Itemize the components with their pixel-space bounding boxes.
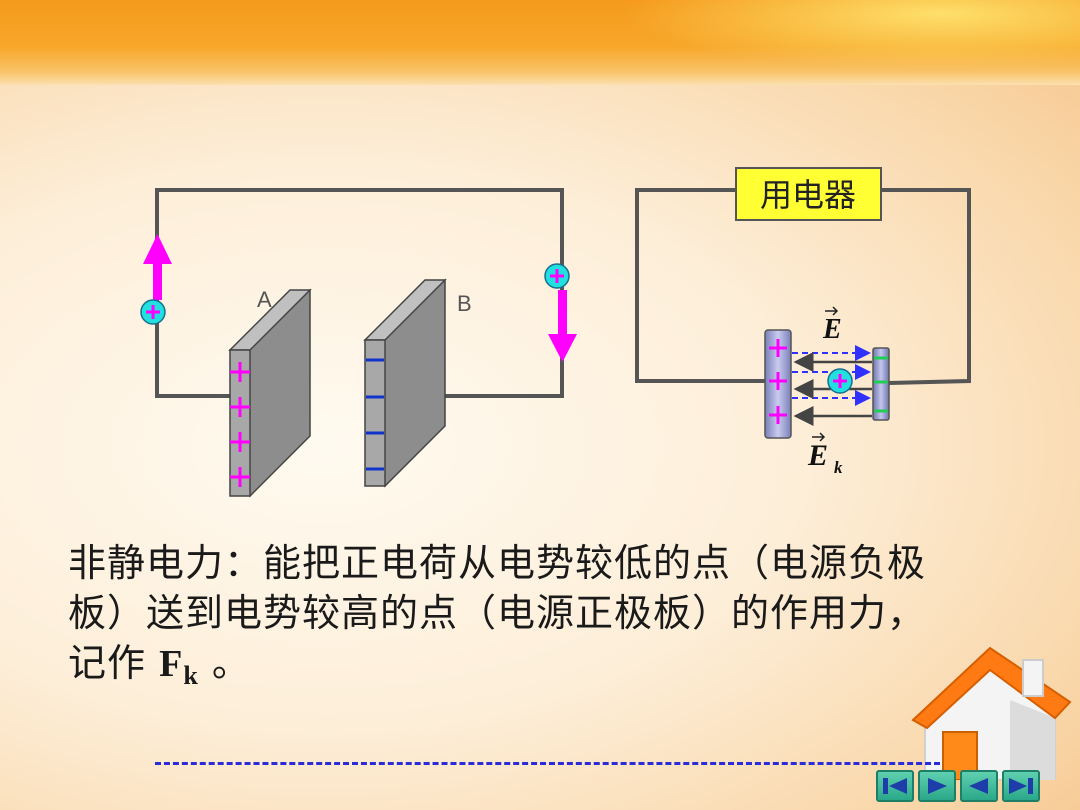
force-symbol: F: [159, 643, 184, 685]
definition-line-3: 记作 Fk 。: [68, 638, 1028, 701]
first-slide-button[interactable]: [876, 770, 914, 802]
plate-b-charges: [366, 358, 384, 471]
previous-icon: [969, 778, 988, 794]
plate-a-charges: [230, 362, 250, 487]
previous-slide-button[interactable]: [960, 770, 998, 802]
source-negative-plate: [872, 347, 890, 421]
left-circuit-wire: [155, 188, 564, 398]
plate-a: [228, 288, 312, 498]
load-box: [735, 167, 882, 221]
last-icon: [1009, 778, 1033, 794]
definition-line-2: 板）送到电势较高的点（电源正极板）的作用力，: [68, 591, 927, 635]
field-ek-label: E: [807, 439, 828, 472]
plate-b-label: B: [457, 291, 472, 316]
positive-charge-left: [140, 299, 166, 325]
field-ek-label-group: E k: [807, 432, 843, 477]
force-subscript: k: [183, 661, 199, 690]
first-icon: [883, 778, 907, 794]
next-icon: [928, 778, 947, 794]
plate-b: [363, 278, 447, 488]
definition-line-3-suffix: 。: [198, 641, 251, 685]
definition-line-3-prefix: 记作: [68, 641, 160, 685]
footer-divider: [155, 762, 940, 765]
plate-a-label: A: [257, 287, 272, 312]
definition-text: 非静电力：能把正电荷从电势较低的点（电源负极 板）送到电势较高的点（电源正极板）…: [68, 538, 1028, 701]
last-slide-button[interactable]: [1002, 770, 1040, 802]
slide-navigation: [876, 770, 1040, 804]
source-positive-plate: [764, 329, 792, 439]
banner-glow: [620, 0, 1080, 70]
load-label: 用电器: [760, 176, 856, 214]
positive-charge-source: [827, 368, 853, 394]
current-arrow-up: [143, 234, 172, 300]
circuit-diagram: A B 用电器: [140, 167, 971, 498]
field-e-label-group: E: [822, 306, 842, 345]
home-icon[interactable]: [905, 640, 1075, 780]
field-ek-subscript: k: [834, 458, 843, 477]
definition-line-1: 非静电力：能把正电荷从电势较低的点（电源负极: [68, 541, 927, 585]
next-slide-button[interactable]: [918, 770, 956, 802]
current-arrow-down: [544, 263, 577, 362]
field-e-label: E: [822, 314, 842, 345]
